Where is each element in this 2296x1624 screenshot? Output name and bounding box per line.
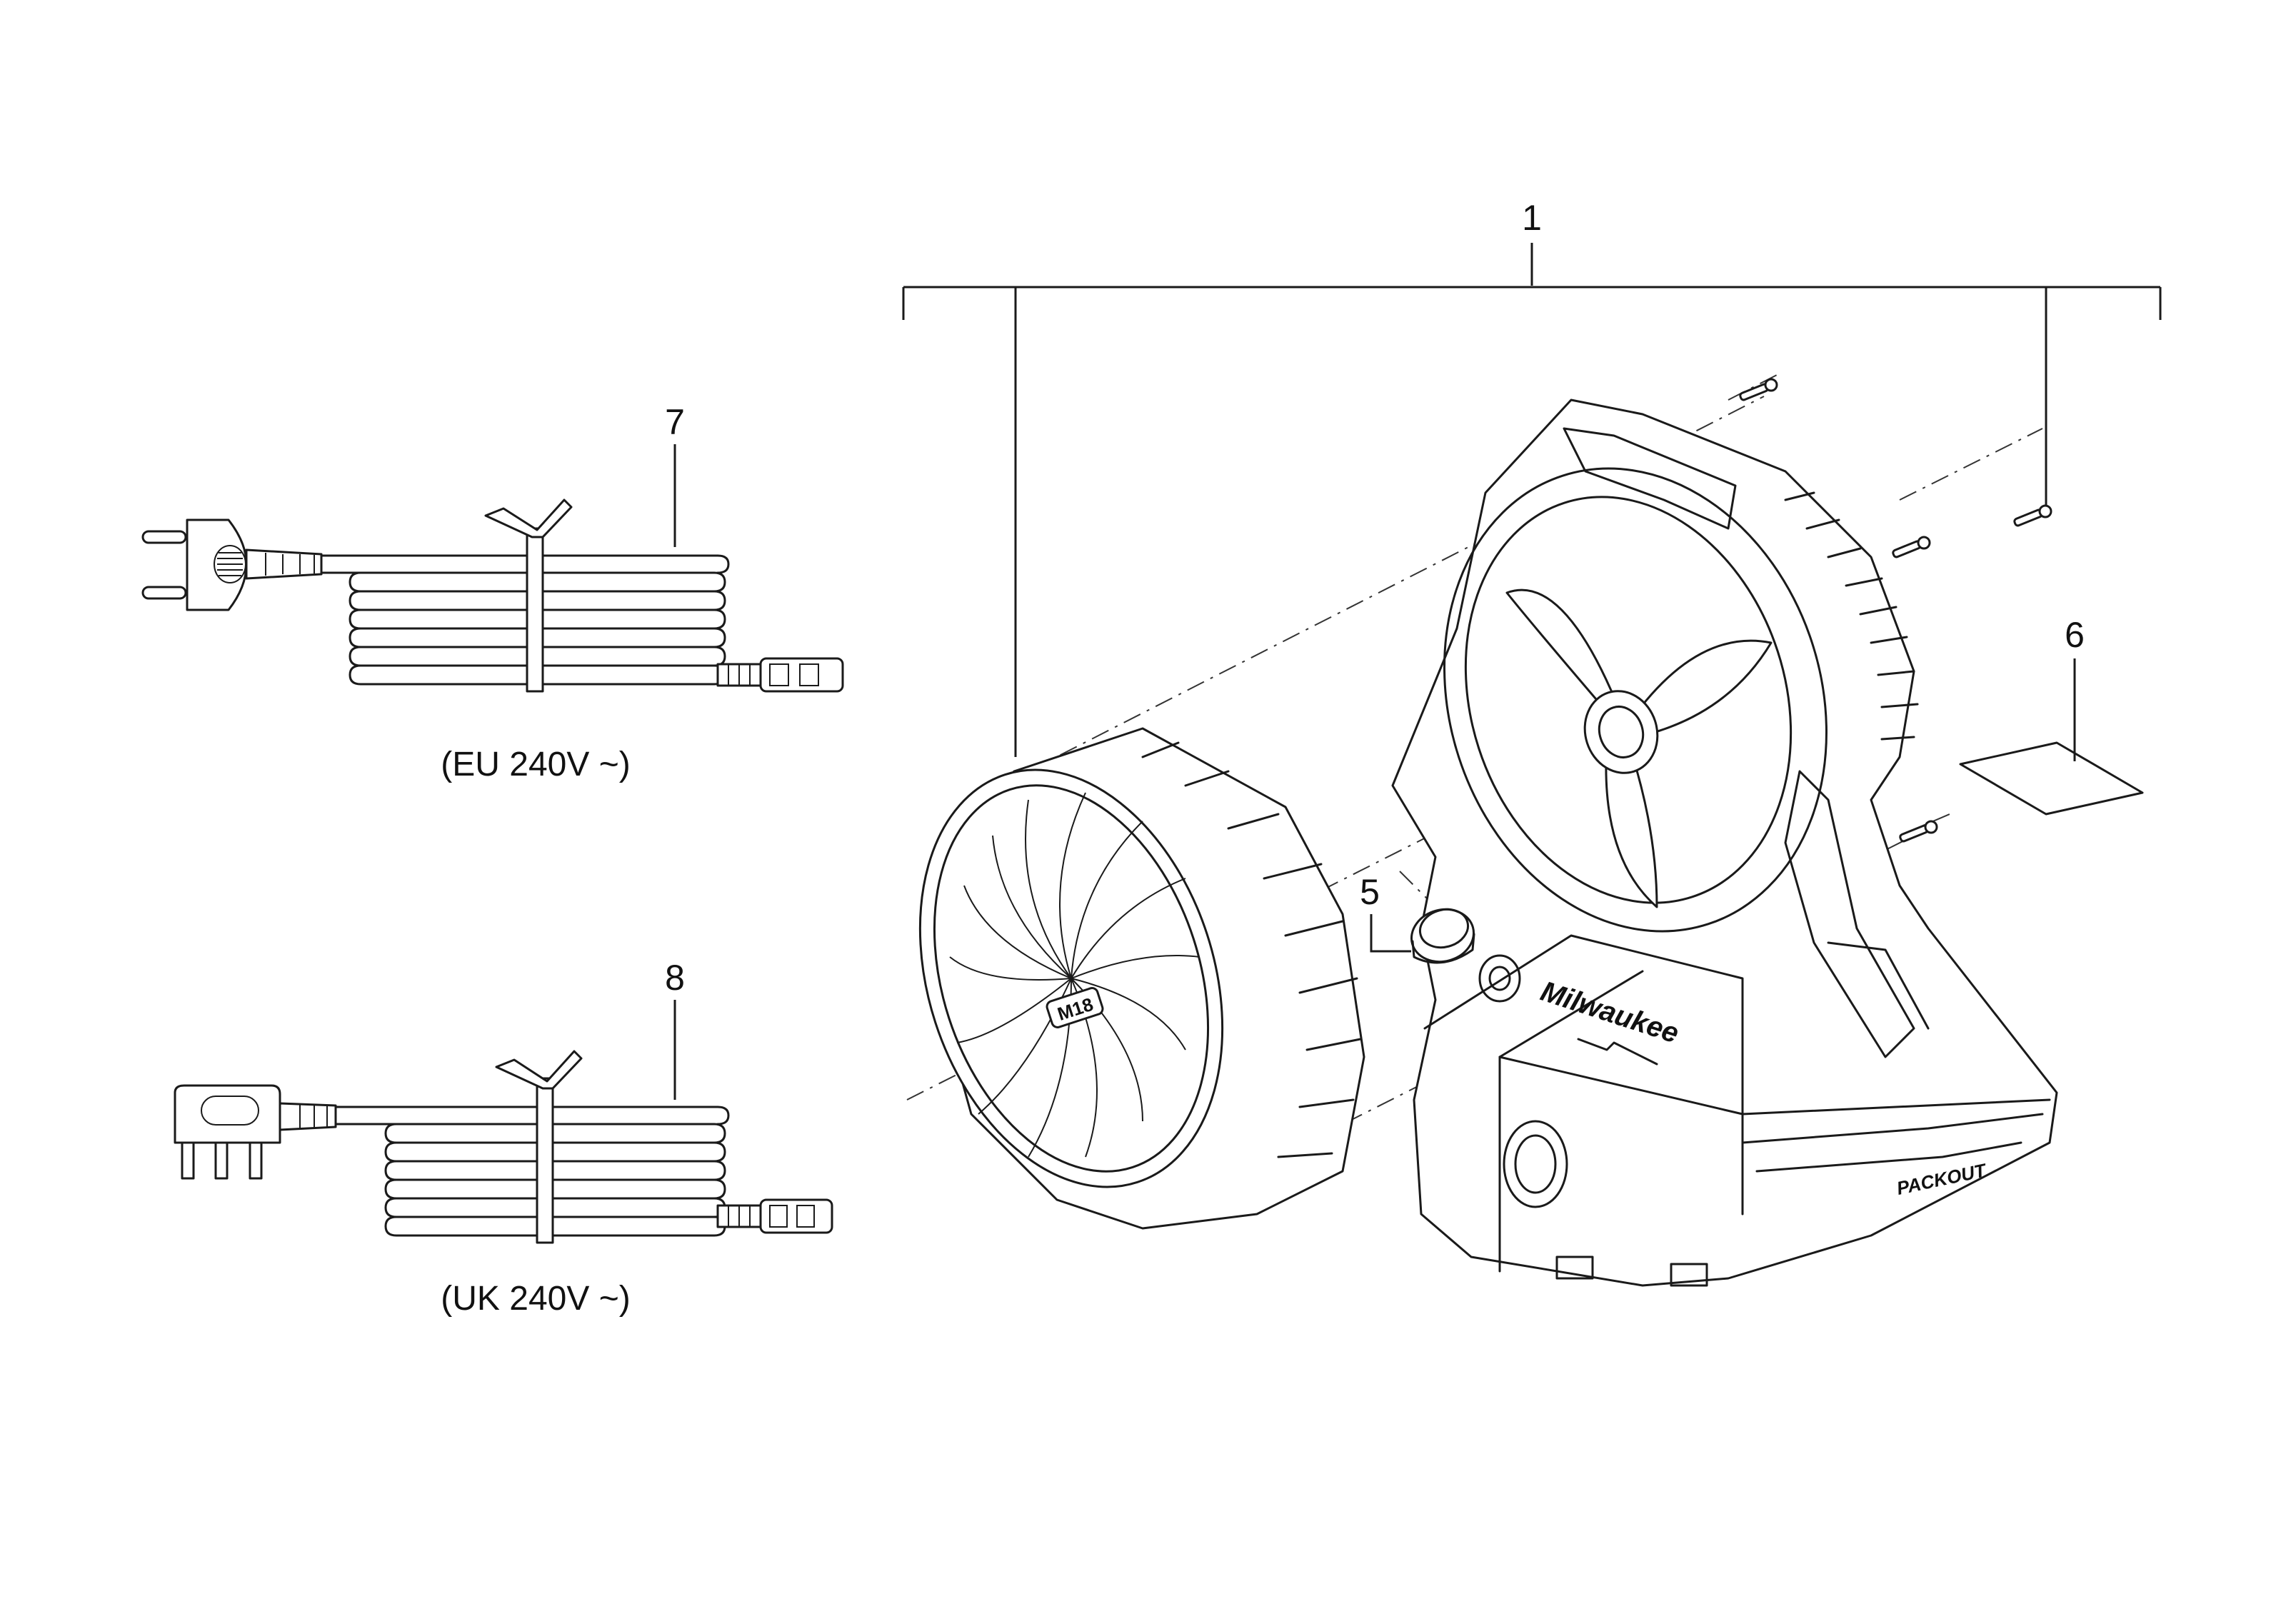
callout-1-bracket bbox=[902, 243, 2162, 757]
control-knob bbox=[1410, 908, 1475, 964]
screw-top bbox=[1739, 378, 1778, 401]
logo-bolt bbox=[1577, 1038, 1658, 1066]
callout-1-label: 1 bbox=[1522, 198, 1542, 238]
m18-hub-badge: M18 bbox=[1046, 987, 1104, 1028]
uk-power-cord bbox=[174, 1050, 833, 1244]
screw-mid-right bbox=[1892, 536, 1931, 558]
rating-label-plate bbox=[1959, 741, 2144, 816]
screw-upper-right bbox=[2013, 504, 2052, 527]
fan-housing: Milwaukee PACKOUT bbox=[1391, 399, 2058, 1287]
callout-8-label: 8 bbox=[665, 958, 685, 998]
eu-power-cord bbox=[141, 498, 844, 693]
eu-cord-caption: (EU 240V ~) bbox=[441, 746, 630, 783]
fan-blade-assembly bbox=[1505, 588, 1773, 908]
callout-5-leader bbox=[1370, 914, 1411, 953]
screw-lower-right bbox=[1899, 820, 1938, 843]
callout-6-label: 6 bbox=[2065, 615, 2085, 655]
screw-set bbox=[1739, 378, 2052, 843]
front-fan-guard: M18 bbox=[918, 727, 1365, 1230]
uk-cord-caption: (UK 240V ~) bbox=[441, 1280, 630, 1318]
callout-5-label: 5 bbox=[1360, 872, 1380, 912]
callout-7-label: 7 bbox=[665, 402, 685, 442]
